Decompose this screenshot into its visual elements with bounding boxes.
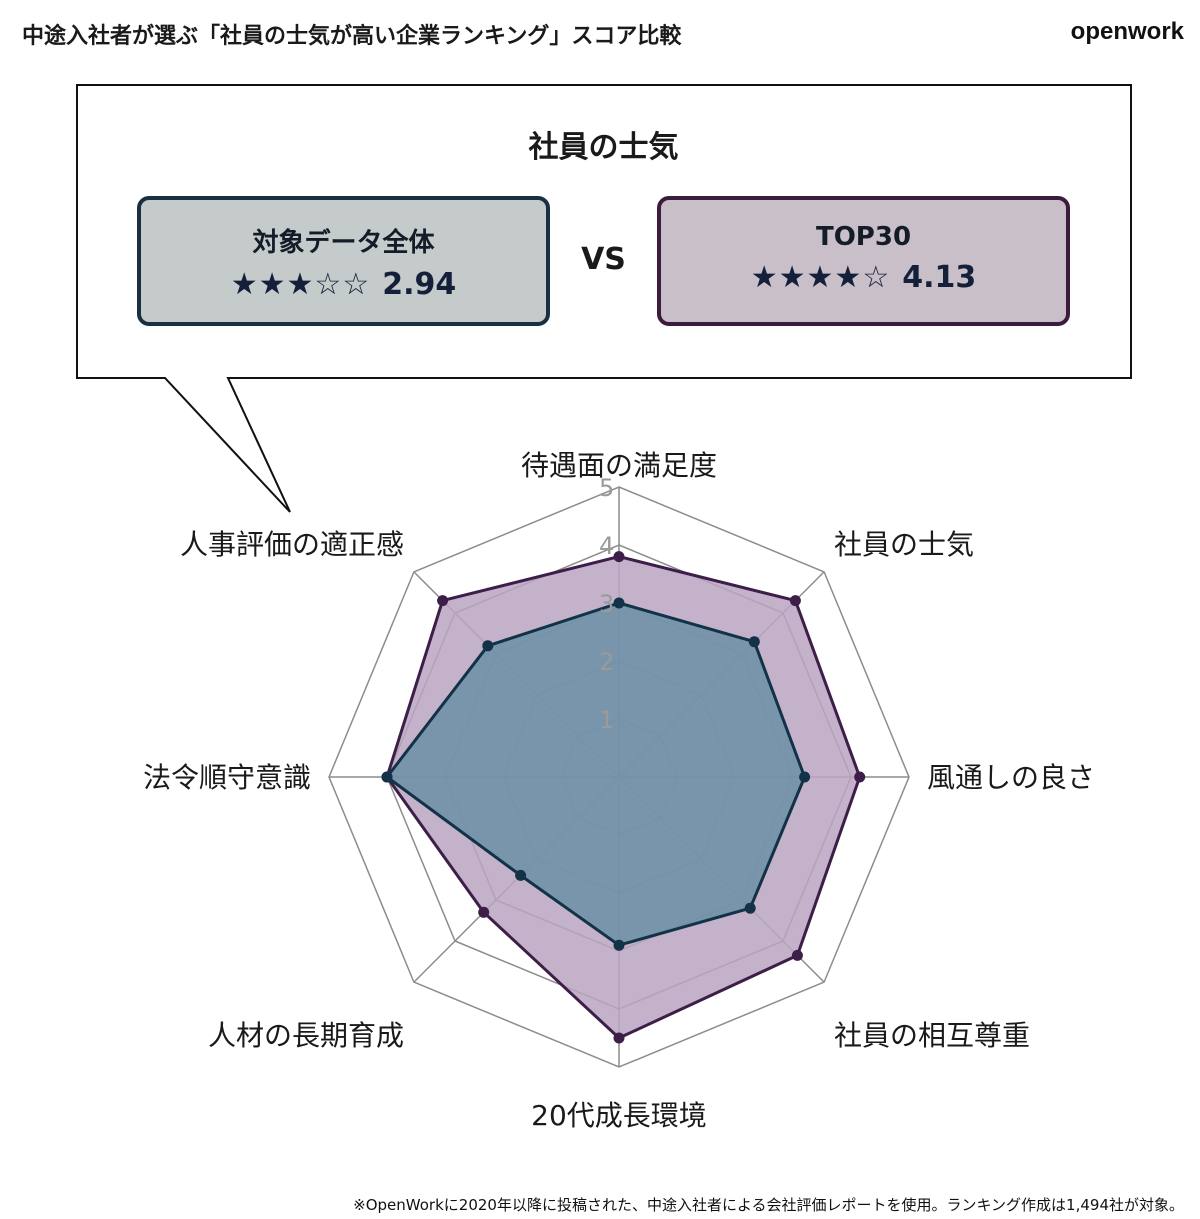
tick-label-3: 3 — [599, 590, 614, 618]
overall-score-card: 対象データ全体 ★★★☆☆ 2.94 — [137, 196, 550, 326]
axis-label-1: 社員の士気 — [834, 528, 974, 561]
series-0-point-0 — [613, 551, 625, 563]
series-1-point-1 — [748, 636, 760, 648]
footnote: ※OpenWorkに2020年以降に投稿された、中途入社者による会社評価レポート… — [353, 1196, 1184, 1214]
series-1-point-6 — [381, 771, 393, 783]
tick-label-2: 2 — [599, 648, 614, 676]
series-1-point-2 — [799, 771, 811, 783]
series-1-point-5 — [515, 869, 527, 881]
series-0-point-1 — [789, 595, 801, 607]
metric-title: 社員の士気 — [528, 130, 679, 165]
axis-label-0: 待遇面の満足度 — [521, 449, 717, 482]
top30-card-label: TOP30 — [815, 222, 912, 252]
axis-label-7: 人事評価の適正感 — [180, 528, 404, 561]
overall-score-value: 2.94 — [382, 267, 457, 302]
axis-label-5: 人材の長期育成 — [208, 1019, 404, 1052]
axis-label-2: 風通しの良さ — [927, 761, 1095, 794]
axis-label-3: 社員の相互尊重 — [834, 1019, 1030, 1052]
top30-star-rating: ★★★★☆ — [750, 260, 891, 295]
series-0-point-7 — [437, 595, 449, 607]
tick-label-4: 4 — [599, 532, 614, 560]
series-0-point-2 — [854, 771, 866, 783]
series-0-point-5 — [478, 906, 490, 918]
top30-score-card: TOP30 ★★★★☆ 4.13 — [657, 196, 1070, 326]
series-0-point-4 — [613, 1032, 625, 1044]
series-0-point-3 — [791, 949, 803, 961]
series-1-point-3 — [744, 902, 756, 914]
overall-star-rating: ★★★☆☆ — [230, 267, 371, 302]
series-1-point-4 — [613, 939, 625, 951]
tick-label-1: 1 — [599, 706, 614, 734]
top30-score-value: 4.13 — [902, 260, 977, 295]
brand-logo: openwork — [1070, 18, 1184, 45]
overall-card-label: 対象データ全体 — [252, 228, 435, 258]
tick-label-5: 5 — [599, 474, 614, 502]
axis-label-4: 20代成長環境 — [531, 1099, 707, 1132]
series-1-point-0 — [613, 597, 625, 609]
axis-label-6: 法令順守意識 — [143, 761, 311, 794]
series-1-point-7 — [482, 640, 494, 652]
vs-label: VS — [581, 242, 626, 277]
page-title: 中途入社者が選ぶ「社員の士気が高い企業ランキング」スコア比較 — [22, 24, 682, 49]
